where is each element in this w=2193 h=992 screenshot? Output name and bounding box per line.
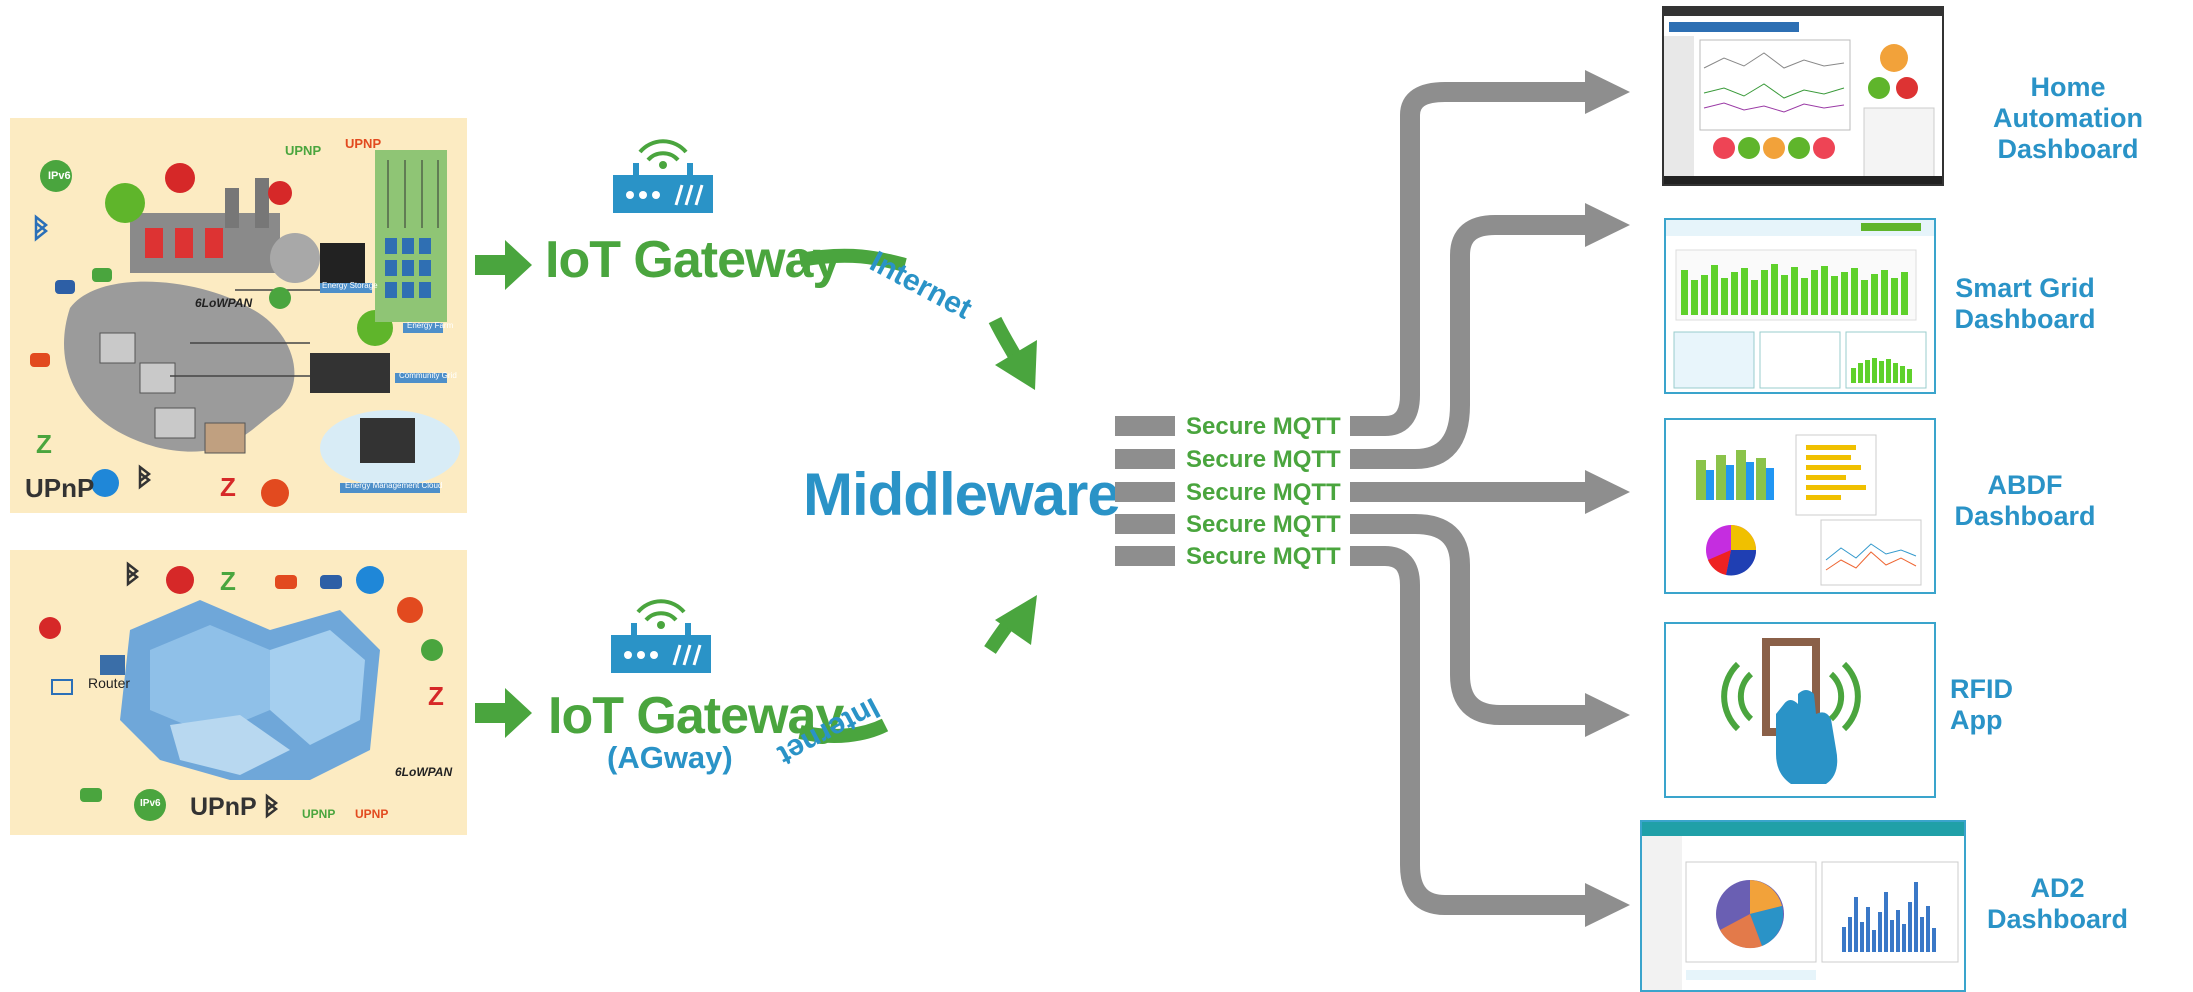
mqtt-stub-4 [1115, 514, 1175, 534]
mqtt-stub-2 [1115, 449, 1175, 469]
dashboard-label-smart-grid: Smart Grid Dashboard [1950, 273, 2100, 335]
upnp-logo: UPnP [25, 473, 95, 503]
dashboard-label-line1: RFID [1950, 674, 2013, 704]
smart-home-scene-illustration: Z Z [39, 561, 444, 821]
energy-farm-label: Energy Farm [407, 321, 454, 330]
mqtt-stub-3 [1115, 482, 1175, 502]
router-icon [613, 139, 713, 213]
mqtt-label-3: Secure MQTT [1186, 479, 1341, 506]
upnp-small-label: UPNP [285, 143, 322, 158]
dashboard-label-line2: Dashboard [1954, 304, 2096, 334]
mqtt-stub-1 [1115, 416, 1175, 436]
mqtt-label-4: Secure MQTT [1186, 511, 1341, 538]
upnp-small-label-bottom: UPNP [302, 807, 336, 821]
dashboard-label-line1: Home Automation [1993, 72, 2143, 133]
internet-link-bottom [798, 595, 1037, 743]
agway-sublabel: (AGway) [607, 740, 733, 775]
lowpan-logo: 6LoWPAN [195, 296, 253, 310]
panel-to-gateway-arrow-bottom [475, 688, 532, 738]
upnp-small-label-2: UPNP [345, 136, 382, 151]
cloud-label: Energy Management Cloud [345, 481, 443, 490]
svg-text:Z: Z [220, 472, 236, 502]
dashboard-label-ad2: AD2 Dashboard [1975, 873, 2140, 935]
mqtt-label-2: Secure MQTT [1186, 446, 1341, 473]
dashboard-label-line1: ABDF [1987, 470, 2063, 500]
rfid-hand-icon [1721, 638, 1861, 784]
smart-grid-scene-illustration: Z Z [30, 150, 460, 507]
smart-grid-scene-panel: Z Z UPnP UPNP UPNP IPv6 6LoWPAN Energy S… [10, 118, 467, 513]
ad2-screenshot [1640, 820, 1966, 992]
dashboard-label-rfid: RFID App [1950, 674, 2040, 736]
router-label: Router [88, 675, 131, 691]
ipv6-badge-bottom: IPv6 [140, 798, 161, 809]
dashboard-label-line2: Dashboard [1986, 904, 2129, 934]
abdf-screenshot [1664, 418, 1936, 594]
mqtt-label-1: Secure MQTT [1186, 413, 1341, 440]
svg-text:Z: Z [428, 681, 444, 711]
mqtt-label-5: Secure MQTT [1186, 543, 1341, 570]
lowpan-logo-bottom: 6LoWPAN [395, 765, 453, 779]
smart-home-scene-panel: Z Z Router UPnP UPNP UPNP IPv6 6LoWPAN [10, 550, 467, 835]
svg-text:Z: Z [36, 429, 52, 459]
community-grid-label: Community Grid [399, 371, 457, 380]
dashboard-label-line2: App [1950, 705, 2003, 735]
dashboard-label-home-automation: Home Automation Dashboard [1958, 72, 2178, 165]
home-automation-screenshot [1662, 6, 1944, 186]
panel-to-gateway-arrow-top [475, 240, 532, 290]
router-icon-bottom [611, 599, 711, 673]
upnp-small-label-bottom-2: UPNP [355, 807, 389, 821]
ipv6-badge: IPv6 [48, 170, 71, 182]
iot-gateway-bottom-label: IoT Gateway [548, 687, 844, 745]
svg-text:Z: Z [220, 566, 236, 596]
dashboard-label-abdf: ABDF Dashboard [1950, 470, 2100, 532]
middleware-label: Middleware [803, 461, 1121, 528]
mqtt-connectors [1115, 70, 1630, 927]
upnp-logo-bottom: UPnP [190, 793, 257, 821]
rfid-app-screenshot [1664, 622, 1936, 798]
smart-grid-screenshot [1664, 218, 1936, 394]
dashboard-label-line1: Smart Grid [1955, 273, 2095, 303]
dashboard-label-line2: Dashboard [1997, 134, 2139, 164]
dashboard-label-line2: Dashboard [1954, 501, 2096, 531]
iot-gateway-top-label: IoT Gateway [545, 231, 841, 289]
dashboard-label-line1: AD2 [2030, 873, 2085, 903]
internet-link-top [798, 248, 1037, 390]
energy-storage-label: Energy Storage [322, 281, 378, 290]
mqtt-stub-5 [1115, 546, 1175, 566]
